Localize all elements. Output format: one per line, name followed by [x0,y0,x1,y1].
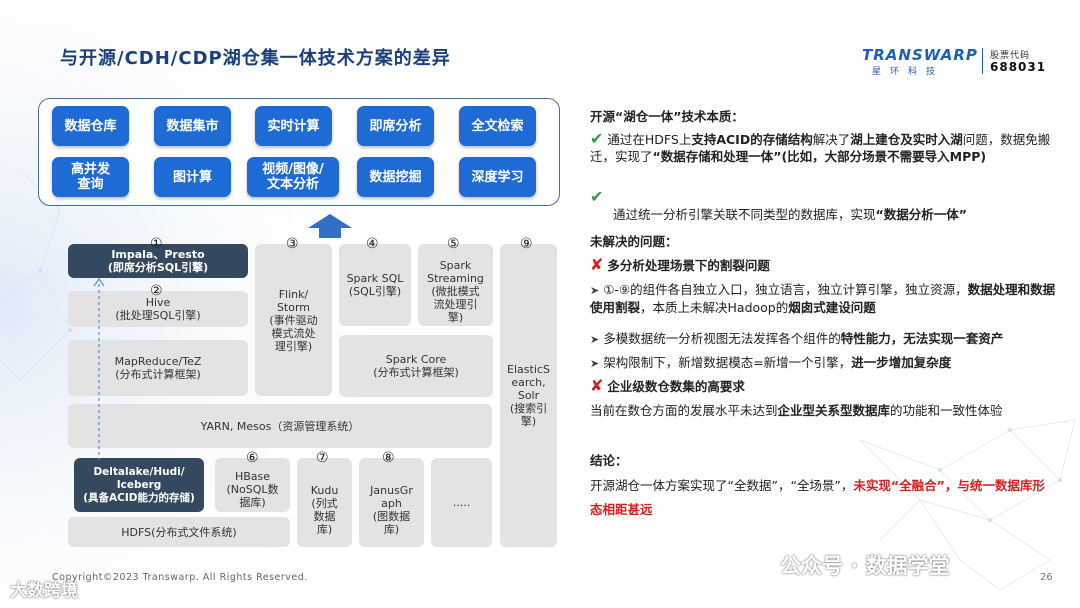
app-high-concurrency-query: 高并发 查询 [52,157,129,197]
stock-code-label: 股票代码 [990,51,1031,61]
page-number: 26 [1040,572,1053,583]
checkmark-icon-2: ✔ [590,187,604,206]
app-realtime-compute: 实时计算 [255,106,332,146]
page-title: 与开源/CDH/CDP湖仓集一体技术方案的差异 [60,48,451,69]
num-6: ⑥ [246,450,259,466]
essence-paragraph-2: 通过统一分析引擎关联不同类型的数据库，实现“数据分析一体” [613,207,967,222]
app-data-mart: 数据集市 [154,106,231,146]
app-adhoc-analysis: 即席分析 [357,106,434,146]
bullet-2: ➤ 多模数据统一分析视图无法发挥各个组件的特性能力，无法实现一套资产 [590,331,1004,346]
company-logo-cn: 星环科技 [872,67,945,77]
copyright: Copyright©2023 Transwarp. All Rights Res… [52,572,308,583]
watermark-left: 大数跨境 [10,581,78,601]
yarn-box: YARN, Mesos（资源管理系统） [68,404,492,448]
janusgraph-box: JanusGr aph (图数据 库) [359,458,424,547]
num-4: ④ [366,236,379,252]
cross-icon: ✘ [590,255,604,274]
bullet-arrow-icon: ➤ [590,357,600,370]
essence-paragraph-1: ✔ 通过在HDFS上支持ACID的存储结构解决了湖上建仓及实时入湖问题，数据免搬… [590,129,1051,164]
app-deep-learning: 深度学习 [459,157,536,197]
app-fulltext-search: 全文检索 [459,106,536,146]
kudu-box: Kudu (列式 数据 库) [297,458,352,547]
more-engines-box: ..... [431,458,492,547]
hbase-box: HBase (NoSQL数 据库) [215,458,290,512]
num-5: ⑤ [447,236,460,252]
num-1: ① [150,236,163,252]
num-7: ⑦ [316,450,329,466]
checkmark-icon: ✔ [590,129,604,148]
num-2: ② [150,283,163,299]
app-data-mining: 数据挖掘 [357,157,434,197]
company-logo: TRANSWARP [862,46,978,64]
conclusion-text: 开源湖仓一体方案实现了“全数据”，“全场景”，未实现“全融合”，与统一数据库形态… [590,478,1045,517]
num-8: ⑧ [382,450,395,466]
app-graph-compute: 图计算 [154,157,231,197]
spark-core-box: Spark Core (分布式计算框架) [339,335,493,397]
dashed-arrow-icon [93,278,105,460]
problem-1: ✘ 多分析处理场景下的割裂问题 [590,255,770,274]
bullet-3: ➤ 架构限制下，新增数据模态=新增一个引擎，进一步增加复杂度 [590,355,952,370]
deltalake-box: Deltalake/Hudi/ Iceberg (具备ACID能力的存储) [74,458,204,512]
app-video-image-text: 视频/图像/ 文本分析 [247,157,339,197]
stock-code: 688031 [990,60,1047,74]
app-data-warehouse: 数据仓库 [52,106,129,146]
conclusion-heading: 结论： [590,453,628,468]
problem-2: ✘ 企业级数仓数集的高要求 [590,376,745,395]
watermark-right: 公众号 · 数据学堂 [780,554,950,578]
up-arrow-icon [308,214,352,238]
essence-heading: 开源“湖仓一体”技术本质： [590,109,744,124]
cross-icon: ✘ [590,376,604,395]
flink-storm-box: Flink/ Storm (事件驱动 模式流处 理引擎) [255,244,332,396]
spark-streaming-box: Spark Streaming (微批模式 流处理引 擎) [418,244,493,326]
bullet-arrow-icon: ➤ [590,284,600,297]
unsolved-heading: 未解决的问题： [590,234,678,249]
num-3: ③ [286,236,299,252]
bullet-1: ➤ ①-⑨的组件各自独立入口，独立语言，独立计算引擎，独立资源，数据处理和数据使… [590,282,1056,315]
bullet-arrow-icon: ➤ [590,333,600,346]
hdfs-box: HDFS(分布式文件系统) [68,517,290,547]
problem-2-detail: 当前在数仓方面的发展水平未达到企业型关系型数据库的功能和一致性体验 [590,403,1003,418]
logo-divider [982,48,983,74]
num-9: ⑨ [520,236,533,252]
elasticsearch-box: ElasticS earch, Solr (搜索引 擎) [500,244,557,547]
spark-sql-box: Spark SQL (SQL引擎) [339,244,411,326]
